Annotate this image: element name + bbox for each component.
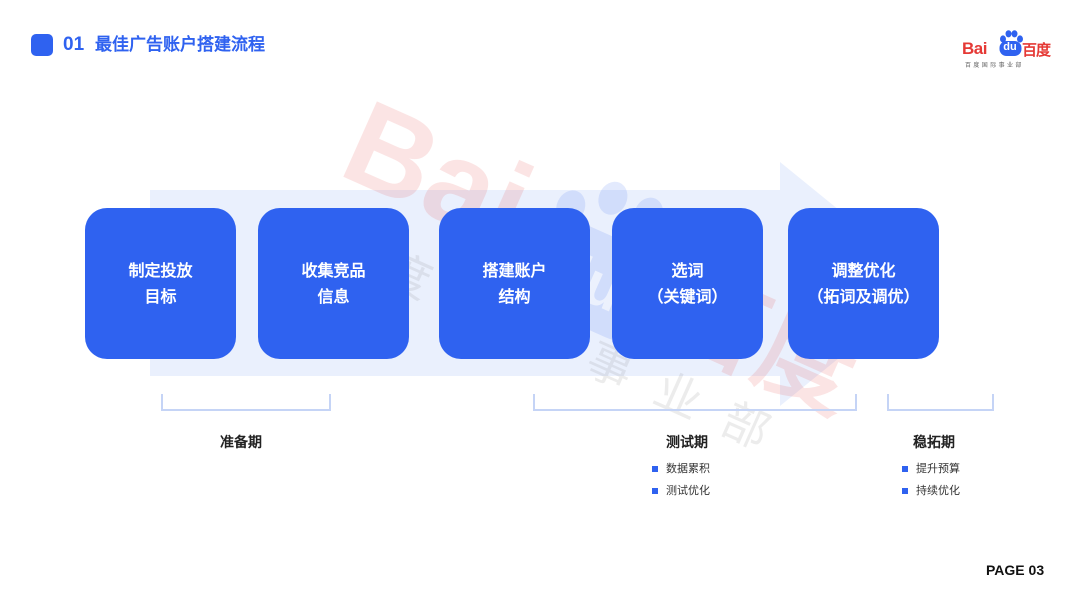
bracket-test	[533, 394, 857, 411]
list-item-text: 数据累积	[666, 462, 710, 475]
step-label: 收集竞品 信息	[301, 260, 366, 306]
phase-title-scale: 稳拓期	[913, 435, 955, 451]
step-optimize: 调整优化 （拓词及调优）	[788, 208, 939, 359]
list-item-text: 提升预算	[916, 462, 960, 475]
step-collect-competitors: 收集竞品 信息	[258, 208, 409, 359]
logo-chinese: 百度	[1022, 41, 1051, 59]
logo-du: du	[1003, 41, 1017, 53]
page-number: PAGE 03	[986, 562, 1045, 578]
bracket-prep	[161, 394, 331, 411]
phase-title-prep: 准备期	[220, 435, 262, 451]
step-label: 调整优化 （拓词及调优）	[807, 260, 920, 306]
step-select-keywords: 选词 （关键词）	[612, 208, 763, 359]
step-label: 搭建账户 结构	[482, 260, 547, 306]
logo-subtitle: 百度国际事业部	[965, 62, 1024, 69]
test-phase-list: 数据累积 测试优化	[652, 458, 710, 502]
step-set-goals: 制定投放 目标	[85, 208, 236, 359]
list-item: 持续优化	[902, 480, 960, 502]
page-title: 最佳广告账户搭建流程	[95, 35, 265, 55]
step-label: 制定投放 目标	[128, 260, 193, 306]
phase-title-test: 测试期	[666, 435, 708, 451]
section-marker	[31, 34, 53, 56]
bullet-icon	[902, 466, 908, 472]
bracket-scale	[887, 394, 994, 411]
list-item: 测试优化	[652, 480, 710, 502]
list-item: 数据累积	[652, 458, 710, 480]
baidu-logo: Bai du 百度 百度国际事业部	[962, 30, 1052, 72]
list-item: 提升预算	[902, 458, 960, 480]
list-item-text: 测试优化	[666, 484, 710, 497]
bullet-icon	[652, 466, 658, 472]
step-build-account: 搭建账户 结构	[439, 208, 590, 359]
scale-phase-list: 提升预算 持续优化	[902, 458, 960, 502]
bullet-icon	[902, 488, 908, 494]
step-label: 选词 （关键词）	[647, 260, 728, 306]
logo-latin: Bai	[962, 39, 987, 58]
paw-icon	[999, 30, 1023, 56]
list-item-text: 持续优化	[916, 484, 960, 497]
section-number: 01	[63, 34, 85, 55]
bullet-icon	[652, 488, 658, 494]
